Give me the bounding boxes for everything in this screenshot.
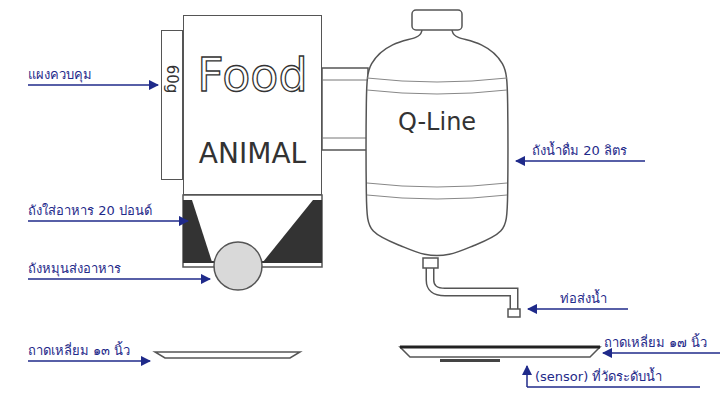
bottle-ridge	[367, 78, 507, 82]
part-label: ถาดเหลี่ยม ๑๗ นิ้ว	[604, 334, 707, 352]
node-text: Q-Line	[398, 108, 476, 136]
hopper-shade	[183, 200, 212, 262]
leader-line	[28, 220, 188, 222]
pipe-collar	[423, 258, 438, 268]
leader-line	[527, 386, 700, 388]
food-container: FoodANIMAL	[183, 15, 322, 195]
part-label: (sensor) ที่วัดระดับน้ำ	[535, 368, 662, 386]
part-label: ถาดเหลี่ยม ๑๓ นิ้ว	[28, 342, 130, 360]
pipe-nozzle	[508, 309, 520, 317]
part-label: แผงควบคุม	[28, 66, 92, 84]
node-text: 60g	[164, 65, 180, 94]
leader-line	[28, 360, 150, 362]
hopper-shade	[263, 200, 322, 262]
bottle-cap	[412, 10, 462, 30]
part-label: ถังใส่อาหาร 20 ปอนด์	[28, 202, 152, 220]
leader-line	[516, 160, 645, 162]
control-panel: 60g	[161, 30, 183, 180]
water-tray	[400, 347, 600, 357]
bottle-ridge	[367, 90, 507, 94]
node-text: Food	[197, 49, 307, 101]
water-pipe	[430, 262, 514, 310]
leader-line	[28, 278, 210, 280]
bottle-ridge	[367, 183, 507, 187]
water-pipe	[430, 262, 514, 310]
part-label: ถังน้ำดื่ม 20 ลิตร	[532, 142, 627, 160]
part-label: ท่อส่งน้ำ	[560, 290, 607, 308]
food-tray	[155, 352, 300, 358]
mount-bracket	[322, 138, 368, 139]
dispenser-drum	[214, 242, 262, 290]
leader-line	[526, 366, 528, 387]
water-tray	[400, 346, 600, 349]
mount-bracket	[322, 68, 368, 150]
leader-line	[603, 352, 720, 354]
water-bottle: Q-Line	[362, 8, 512, 260]
mount-bracket	[322, 80, 368, 81]
part-label: ถังหมุนส่งอาหาร	[28, 260, 121, 278]
bottle-body	[366, 30, 508, 256]
node-text: ANIMAL	[199, 138, 306, 170]
bottle-ridge	[367, 195, 507, 199]
sensor-plate	[440, 359, 500, 362]
leader-line	[28, 84, 158, 86]
leader-line	[528, 308, 628, 310]
